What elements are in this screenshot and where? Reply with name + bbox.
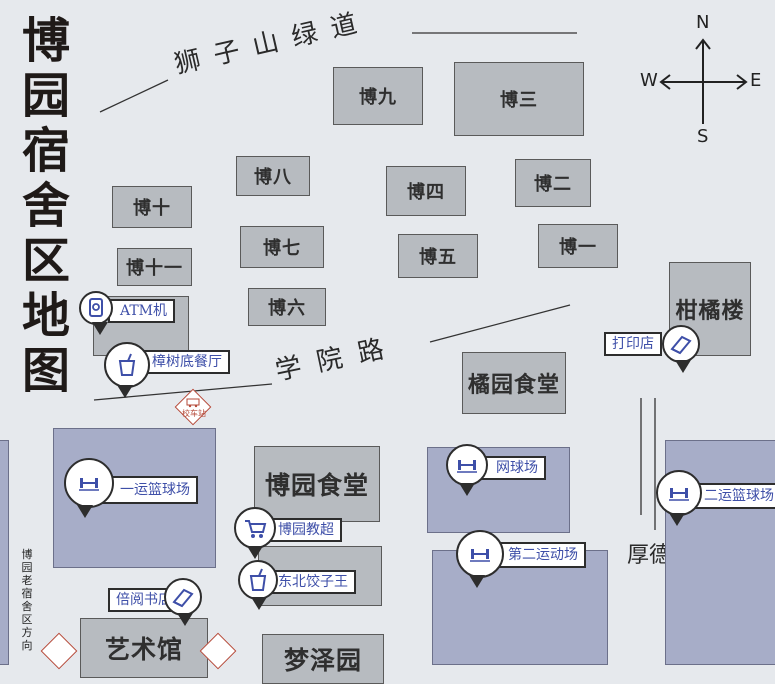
side-direction-text: 博园老宿舍区方向 [21,548,33,652]
poi-atm-pin[interactable] [79,291,113,335]
building-bo6[interactable]: 博六 [248,288,326,326]
poi-zhangshu-label[interactable]: 樟树底餐厅 [140,350,230,374]
bus-stop-label: 校车站 [182,409,206,418]
campus-map: 博园宿舍区地图 狮子山绿道 学院路 厚德路 博园老宿舍区方向 博九 博三 博八 … [0,6,775,684]
dumbbell-icon [79,478,99,491]
building-juyuan-canteen[interactable]: 橘园食堂 [462,352,566,414]
book-icon [172,588,194,608]
building-bo1[interactable]: 博一 [538,224,618,268]
poi-atm-label[interactable]: ATM机 [108,299,176,323]
compass-east: E [750,70,762,91]
building-bo8[interactable]: 博八 [236,156,310,196]
poi-field2-pin[interactable] [456,530,504,588]
dumbbell-icon [457,460,477,473]
building-bo5[interactable]: 博五 [398,234,478,278]
building-bo11[interactable]: 博十一 [117,248,192,286]
field-court2-area [665,440,775,665]
building-mengze[interactable]: 梦泽园 [262,634,384,684]
poi-court2-pin[interactable] [656,470,702,526]
poi-dumpling-pin[interactable] [238,560,278,610]
bus-icon [186,398,200,408]
poi-court2-label[interactable]: 二运篮球场 [688,483,775,509]
compass-north: N [696,12,710,33]
poi-tennis-label[interactable]: 网球场 [478,456,546,480]
building-bo2[interactable]: 博二 [515,159,591,207]
dumbbell-icon [669,488,689,501]
building-bo10[interactable]: 博十 [112,186,192,228]
building-bo3[interactable]: 博三 [454,62,584,136]
cup-icon [249,568,267,591]
building-boyuan-canteen[interactable]: 博园食堂 [254,446,380,522]
poi-print-pin[interactable] [662,325,700,373]
book-icon [670,335,692,355]
field-left-edge [0,440,9,665]
poi-bookstore-pin[interactable] [164,578,202,626]
poi-zhangshu-pin[interactable] [104,342,150,398]
cart-icon [245,520,267,538]
poi-tennis-pin[interactable] [446,444,488,496]
building-bo4[interactable]: 博四 [386,166,466,216]
dumbbell-icon [470,549,490,562]
building-bo9[interactable]: 博九 [333,67,423,125]
compass-west: W [640,70,658,91]
cup-icon [118,353,136,376]
map-title: 博园宿舍区地图 [21,13,70,399]
poi-print-label[interactable]: 打印店 [604,332,662,356]
building-art-hall[interactable]: 艺术馆 [80,618,208,678]
compass: N S W E [636,12,766,152]
poi-court1-pin[interactable] [64,458,114,518]
compass-south: S [697,126,709,147]
atm-icon [89,298,103,317]
compass-arrows-icon [659,38,748,124]
poi-market-pin[interactable] [234,507,276,559]
road-houde: 厚德路 [627,543,694,568]
building-bo7[interactable]: 博七 [240,226,324,268]
